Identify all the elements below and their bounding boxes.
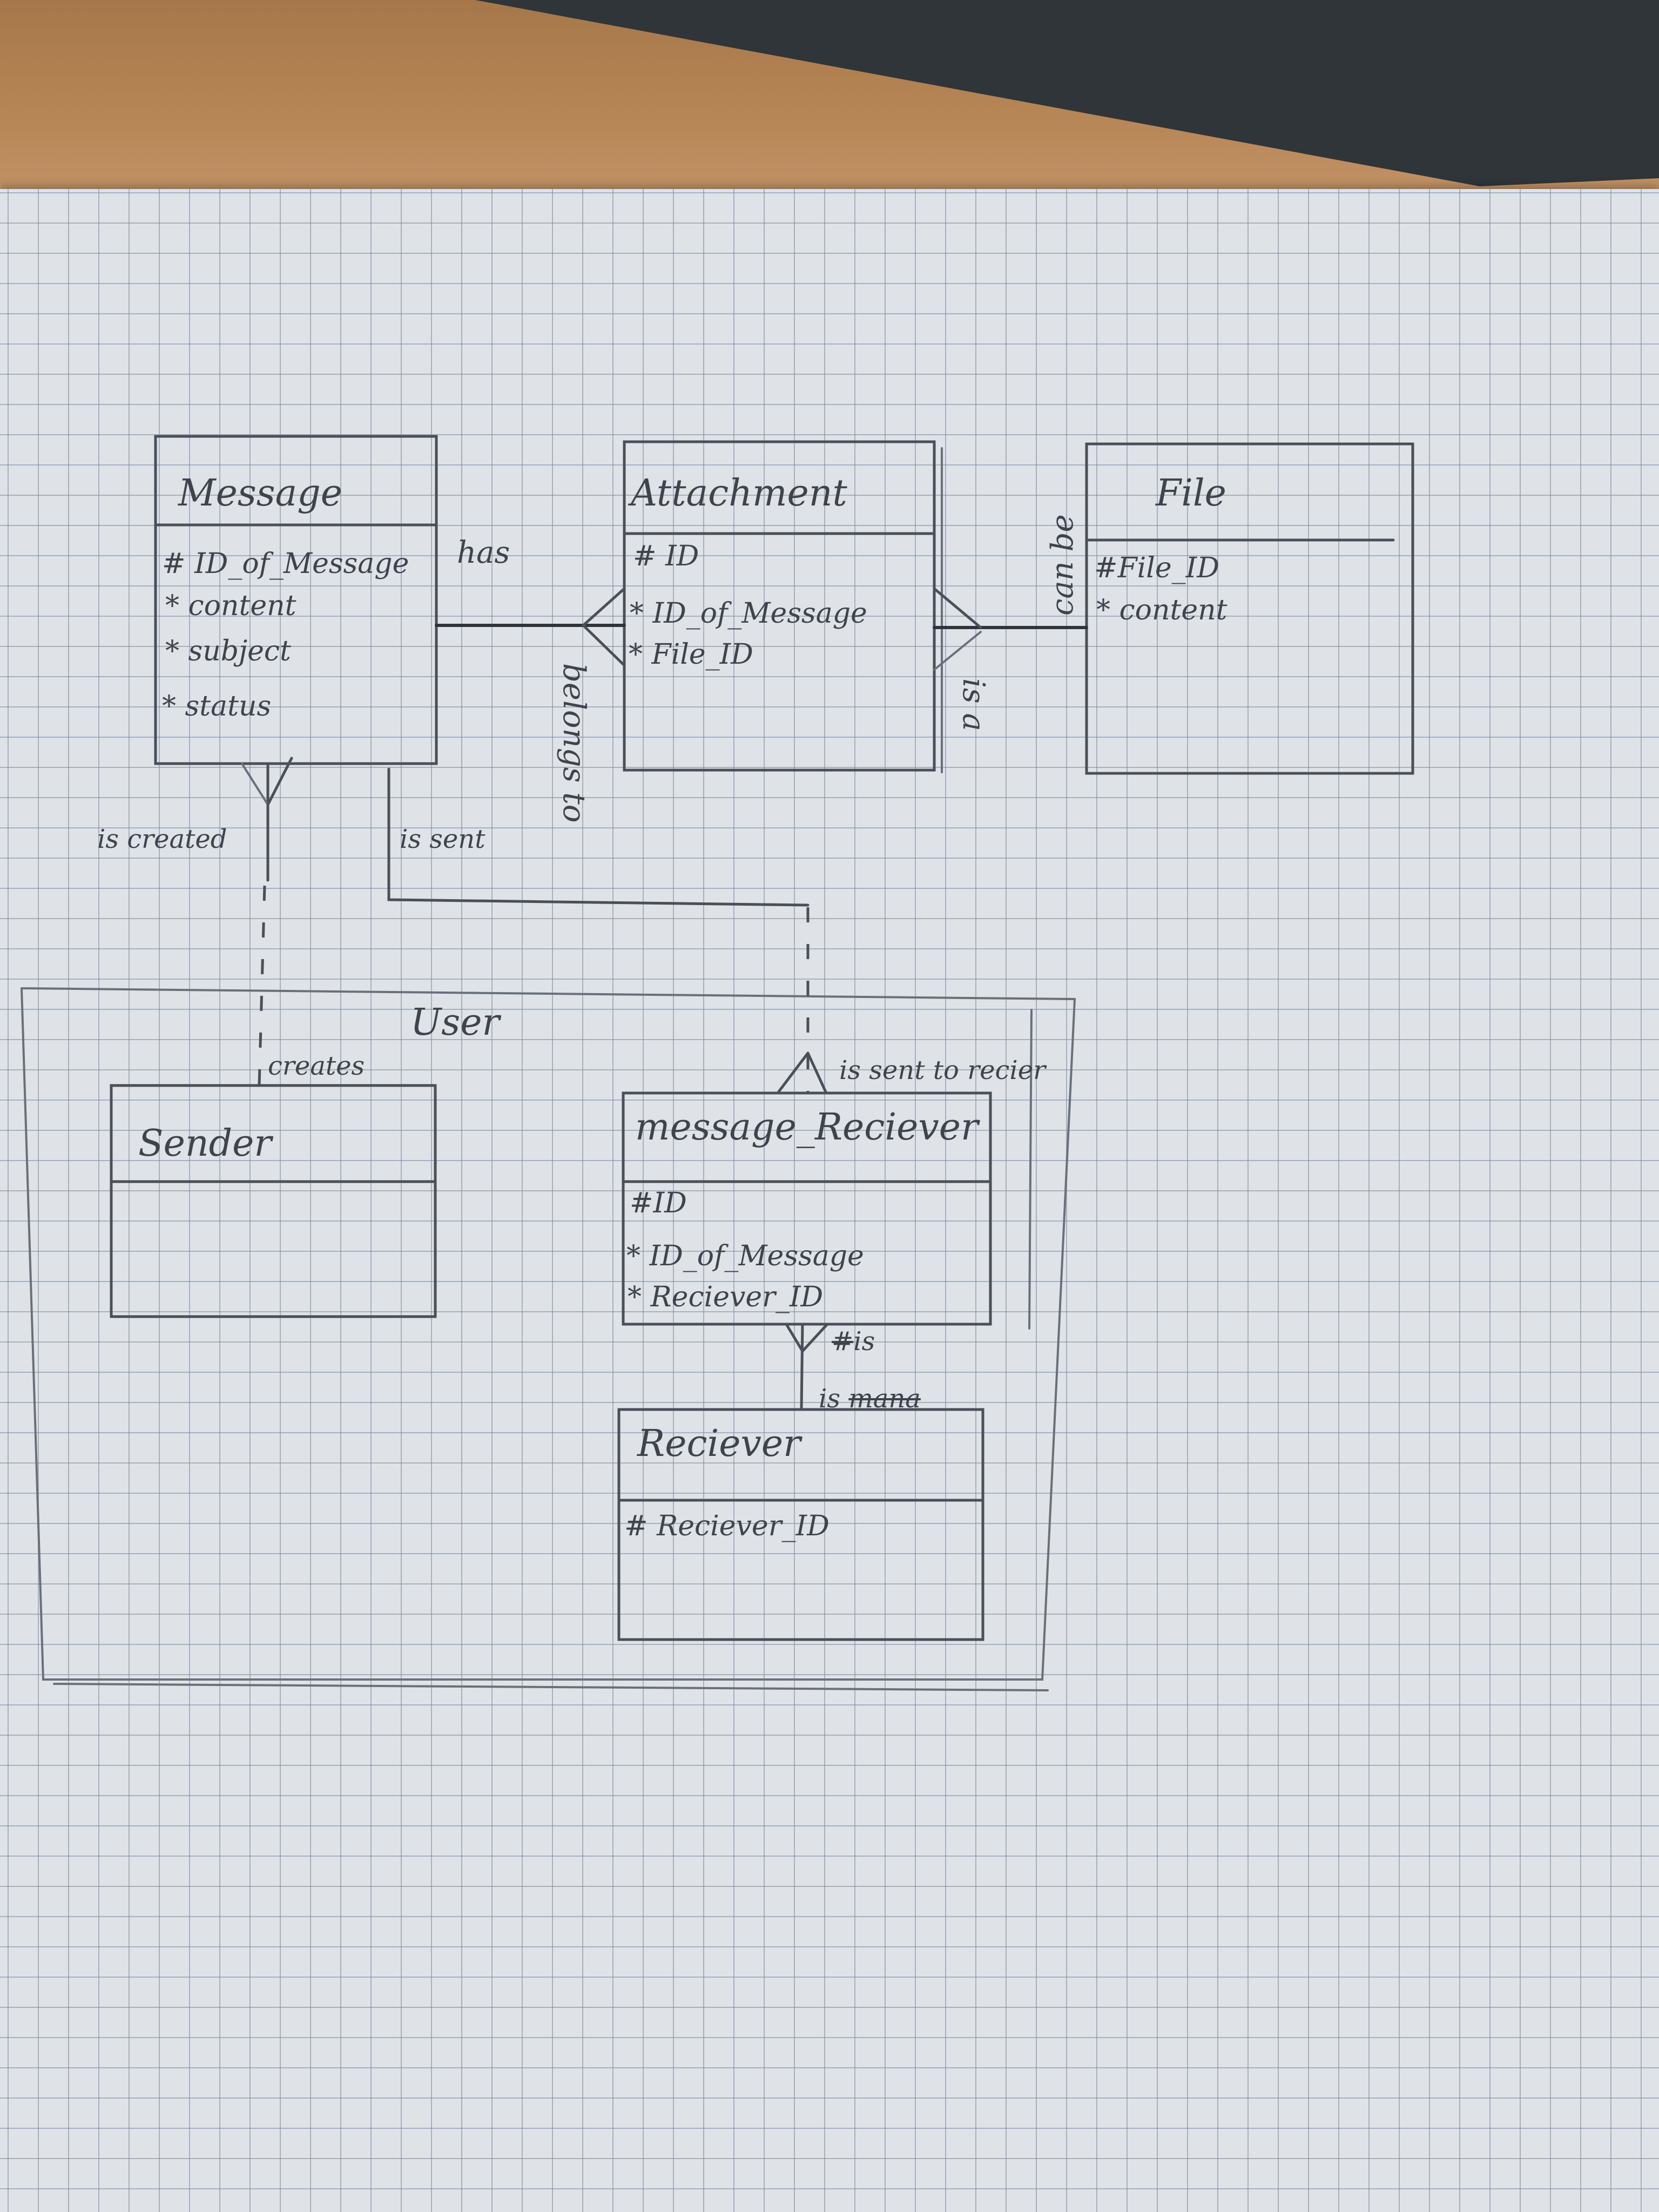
- label-text: is: [853, 1326, 875, 1357]
- entity-attribute: # ID_of_Message: [162, 548, 409, 580]
- message-entity-box: [154, 435, 438, 765]
- entity-attribute: * content: [165, 590, 296, 622]
- entity-attribute: #File_ID: [1094, 552, 1219, 584]
- relationship-label-is-a: is a: [956, 678, 991, 731]
- entity-attribute: #ID: [630, 1187, 687, 1219]
- entity-attribute: * Reciever_ID: [628, 1281, 824, 1313]
- message-msgreciever-relationship-line: [387, 767, 828, 1095]
- attachment-entity-box: [623, 440, 943, 773]
- message-sender-relationship-line: [241, 757, 293, 1086]
- struck-text: #: [832, 1326, 854, 1357]
- user-supertype-box: [21, 987, 1076, 1691]
- entity-attribute: * subject: [165, 635, 291, 667]
- relationship-label-has: has: [457, 535, 510, 570]
- entity-title-sender: Sender: [138, 1122, 272, 1165]
- entity-attribute: * ID_of_Message: [630, 597, 867, 630]
- entity-attribute: * ID_of_Message: [626, 1240, 864, 1272]
- entity-title-file: File: [1156, 472, 1226, 515]
- relationship-label-can-be: can be: [1045, 514, 1080, 616]
- relationship-label-belongs-to: belongs to: [556, 663, 591, 823]
- supertype-title-user: User: [410, 1001, 500, 1044]
- message-attachment-relationship-line: [435, 587, 626, 667]
- entity-attribute: * content: [1096, 594, 1228, 626]
- struck-text: mana: [848, 1384, 921, 1414]
- relationship-label-is-sent: is sent: [400, 824, 485, 854]
- relationship-label-is-created: is created: [97, 824, 227, 854]
- relationship-label-is-lower: is mana: [819, 1386, 921, 1412]
- entity-attribute: * status: [162, 690, 272, 723]
- entity-title-reciever: Reciever: [637, 1422, 801, 1465]
- entity-title-attachment: Attachment: [631, 472, 847, 515]
- relationship-label-is-sent-to-recier: is sent to recier: [839, 1055, 1046, 1085]
- label-text: is: [819, 1384, 840, 1414]
- msgreciever-reciever-relationship-line: [785, 1323, 829, 1411]
- relationship-label-is-upper: #is: [832, 1328, 875, 1354]
- entity-attribute: # Reciever_ID: [624, 1510, 830, 1542]
- entity-title-message-reciever: message_Reciever: [635, 1106, 979, 1149]
- entity-attribute: # ID: [633, 540, 699, 572]
- entity-attribute: * File_ID: [629, 638, 753, 671]
- file-entity-box: [1085, 442, 1414, 775]
- attachment-file-relationship-line: [933, 587, 1088, 671]
- sender-entity-box: [110, 1084, 437, 1318]
- relationship-label-creates: creates: [268, 1051, 365, 1081]
- entity-title-message: Message: [178, 472, 342, 515]
